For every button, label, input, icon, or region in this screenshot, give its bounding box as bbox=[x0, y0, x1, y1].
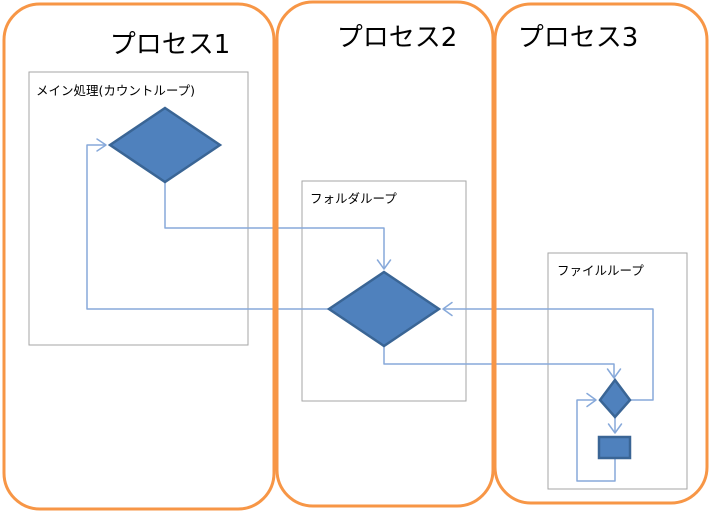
arrowhead-into-folder-decision-top-icon bbox=[376, 259, 392, 270]
file-process-rect bbox=[597, 435, 632, 460]
arrowhead-into-file-decision-top-icon bbox=[606, 368, 622, 379]
loop-box-main: メイン処理(カウントループ) bbox=[28, 71, 249, 346]
loop-box-main-label: メイン処理(カウントループ) bbox=[36, 83, 195, 98]
loop-box-main-rect bbox=[28, 71, 249, 346]
arrowhead-into-file-process-icon bbox=[607, 423, 623, 434]
lane-process-1 bbox=[2, 2, 276, 511]
connector-folder-to-main bbox=[86, 144, 330, 310]
arrowhead-into-folder-decision-right-icon bbox=[442, 301, 453, 317]
connector-process-to-file-decision bbox=[576, 399, 616, 482]
folder-loop-decision-diamond bbox=[326, 270, 442, 348]
arrowhead-into-main-decision-icon bbox=[96, 138, 107, 152]
arrowhead-into-file-decision-left-icon bbox=[586, 392, 597, 408]
connector-file-to-folder bbox=[443, 308, 654, 401]
lane-process-3-title: プロセス3 bbox=[518, 23, 639, 53]
lane-process-2-title: プロセス2 bbox=[337, 23, 458, 53]
lane-process-2 bbox=[275, 0, 495, 508]
loop-box-folder-label: フォルダループ bbox=[310, 191, 397, 206]
flow-shapes bbox=[107, 106, 632, 460]
connectors bbox=[86, 138, 654, 482]
main-loop-decision-diamond bbox=[107, 106, 223, 184]
lane-process-1-title: プロセス1 bbox=[110, 30, 231, 60]
file-loop-decision-diamond bbox=[598, 377, 632, 419]
lane-process-3 bbox=[493, 2, 709, 505]
loop-box-file-label: ファイルループ bbox=[557, 263, 644, 278]
connector-folder-to-file bbox=[383, 345, 615, 378]
